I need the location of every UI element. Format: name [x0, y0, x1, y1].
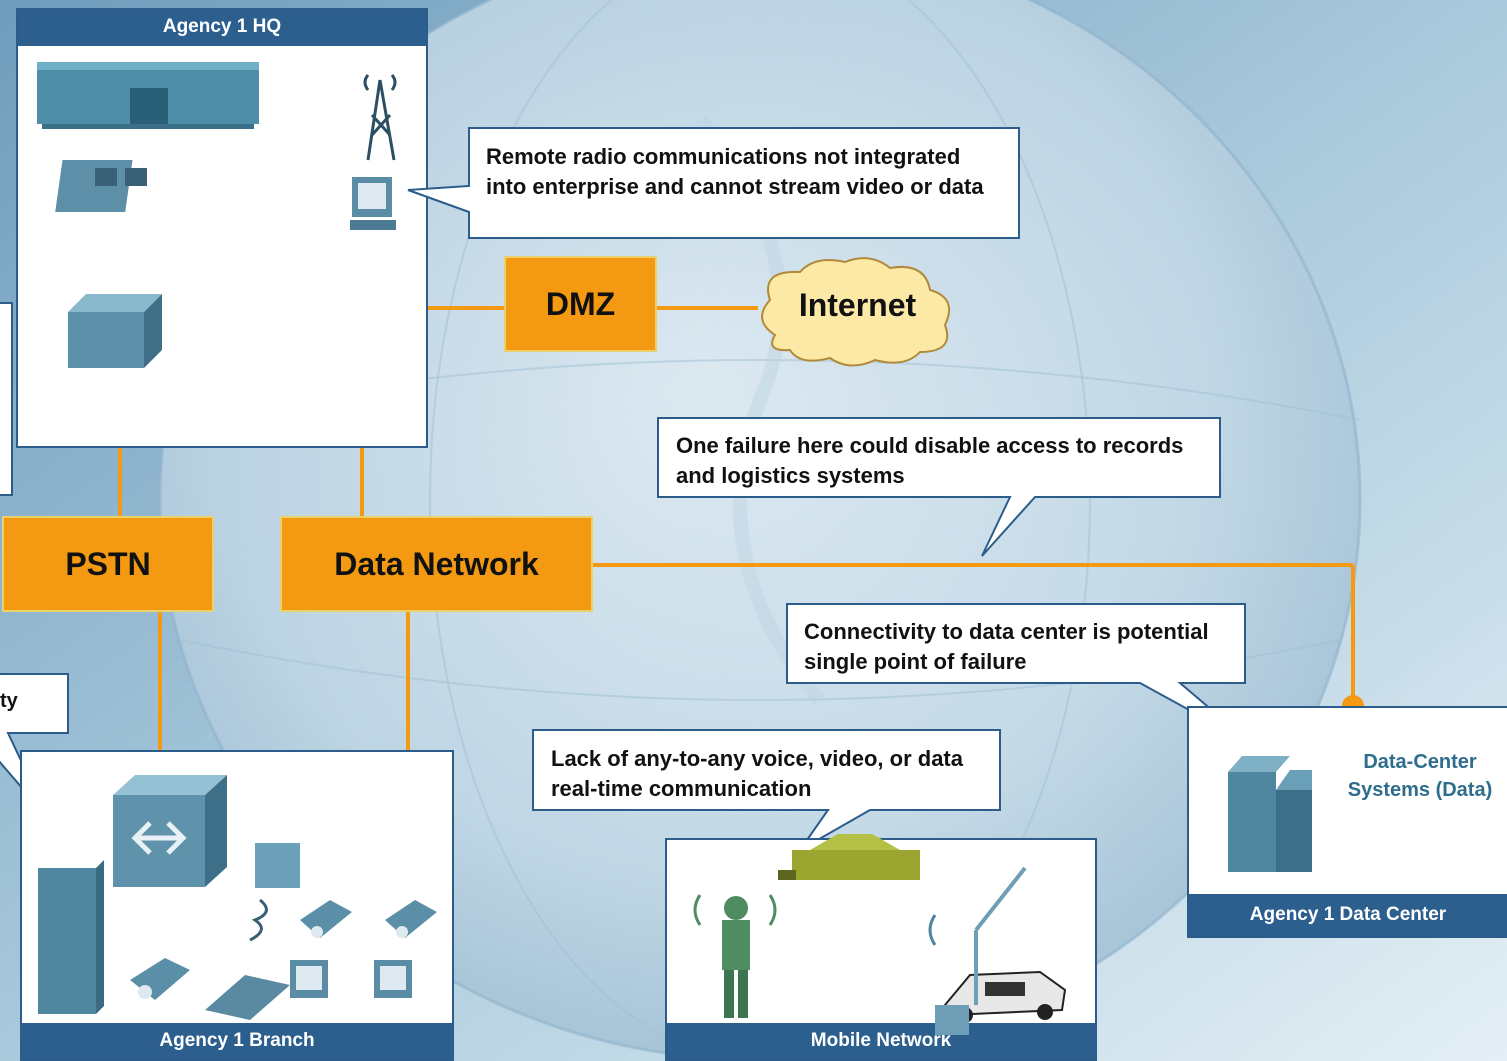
connectivity-callout-text: Connectivity to data center is potential…	[804, 619, 1209, 674]
dmz-box: DMZ	[504, 256, 657, 352]
internet-label: Internet	[798, 287, 917, 323]
datacenter-systems-label: Data-Center Systems (Data)	[1347, 751, 1493, 801]
failure-callout-text: One failure here could disable access to…	[676, 433, 1184, 488]
partial-callout-text: ty	[0, 690, 18, 712]
mobile-network-panel: Mobile Network	[665, 838, 1097, 1061]
agency-hq-panel: Agency 1 HQ	[16, 8, 428, 448]
lack-callout-text: Lack of any-to-any voice, video, or data…	[551, 746, 963, 801]
datacenter-panel: Agency 1 Data Center	[1187, 706, 1507, 938]
pstn-box: PSTN	[2, 516, 214, 612]
data-network-box: Data Network	[280, 516, 593, 612]
radio-callout-text: Remote radio communications not integrat…	[486, 144, 984, 199]
datacenter-title: Agency 1 Data Center	[1189, 894, 1507, 936]
agency-branch-panel: Agency 1 Branch	[20, 750, 454, 1061]
mobile-network-title: Mobile Network	[667, 1023, 1095, 1059]
agency-hq-title: Agency 1 HQ	[18, 10, 426, 46]
agency-branch-title: Agency 1 Branch	[22, 1023, 452, 1059]
